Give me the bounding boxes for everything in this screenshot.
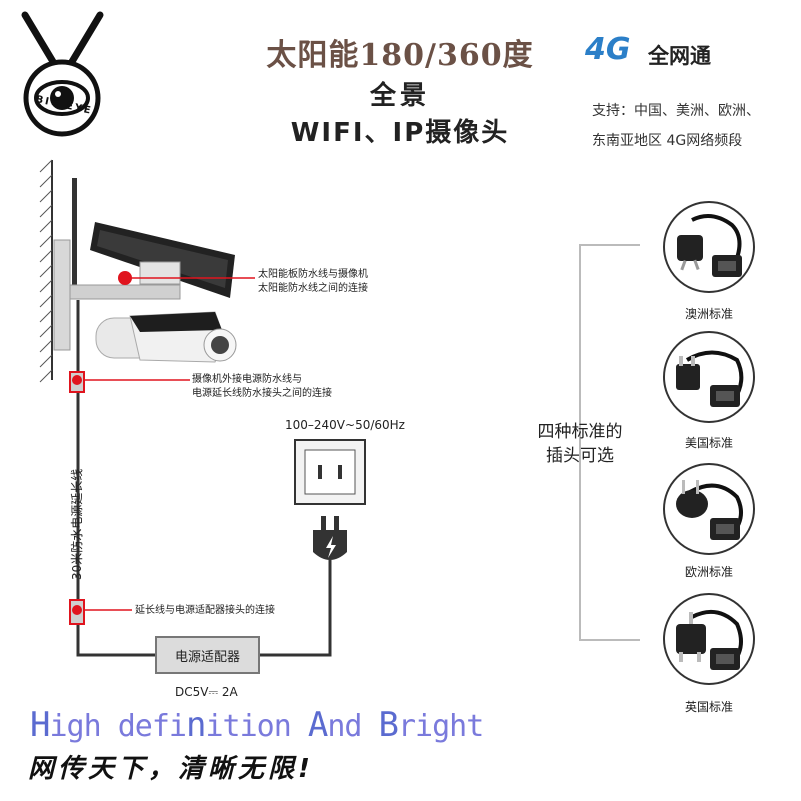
plug-label-au: 澳洲标准: [684, 307, 733, 321]
voltage-label: 100–240V~50/60Hz: [285, 418, 405, 432]
us-plug-icon: [663, 331, 755, 423]
dc-output-label: DC5V⎓ 2A: [175, 685, 238, 699]
tagline-part-5: nd: [327, 709, 379, 744]
cable-label: 30米防水电源延长线: [70, 468, 84, 580]
eye-logo-icon: [21, 11, 104, 137]
plug-heading-line2: 插头可选: [546, 446, 614, 466]
annotation-solar-connection: 太阳能板防水线与摄像机 太阳能防水线之间的连接: [258, 268, 368, 296]
antenna: [72, 178, 77, 293]
network-support-line2: 东南亚地区 4G网络频段: [592, 133, 743, 149]
page-subtitle-2: WIFI、IP摄像头: [290, 118, 510, 148]
plug-label-uk: 英国标准: [684, 700, 733, 714]
tagline-part-7: right: [398, 709, 484, 744]
annotation-solar-line1: 太阳能板防水线与摄像机: [258, 269, 368, 280]
plug-label-us: 美国标准: [684, 436, 733, 450]
australian-plug-icon: [663, 201, 755, 293]
tagline-part-6: B: [378, 705, 400, 745]
adapter-label: 电源适配器: [174, 649, 240, 665]
power-cable: [76, 300, 155, 657]
network-support-line1: 支持：中国、美洲、欧洲、: [592, 103, 760, 119]
tagline-part-2: n: [185, 705, 207, 745]
tagline-part-3: ition: [205, 709, 308, 744]
annotation-solar-line2: 太阳能防水线之间的连接: [258, 283, 368, 294]
annotation-extension-adapter: 延长线与电源适配器接头的连接: [135, 605, 275, 616]
annotation-camera-power: 摄像机外接电源防水线与 电源延长线防水接头之间的连接: [192, 373, 332, 401]
slogan: 网传天下，清晰无限!: [28, 754, 314, 784]
power-adapter: 电源适配器: [155, 636, 260, 674]
annotation-camera-line1: 摄像机外接电源防水线与: [192, 374, 302, 385]
network-badge-text: 4G: [585, 32, 631, 67]
plug-options-heading: 四种标准的 插头可选: [520, 420, 640, 468]
tagline-part-0: H: [30, 705, 51, 745]
wall-outlet-icon: [294, 439, 366, 505]
wall-mount: [53, 239, 71, 351]
page-subtitle: 全景: [369, 81, 430, 111]
power-plug-icon: [313, 516, 347, 560]
network-badge: 4G: [585, 32, 631, 67]
annotation-camera-line2: 电源延长线防水接头之间的连接: [192, 388, 332, 399]
tagline-part-4: A: [307, 705, 329, 745]
eu-plug-icon: [663, 463, 755, 555]
uk-plug-icon: [663, 593, 755, 685]
page-title: 太阳能180/360度: [266, 38, 534, 73]
plug-label-eu: 欧洲标准: [684, 565, 733, 579]
wall-hatching: [39, 159, 53, 383]
network-label: 全网通: [648, 44, 711, 68]
plug-heading-line1: 四种标准的: [537, 422, 623, 442]
tagline: High definition And Bright: [30, 705, 484, 745]
tagline-part-1: igh defi: [49, 709, 186, 744]
